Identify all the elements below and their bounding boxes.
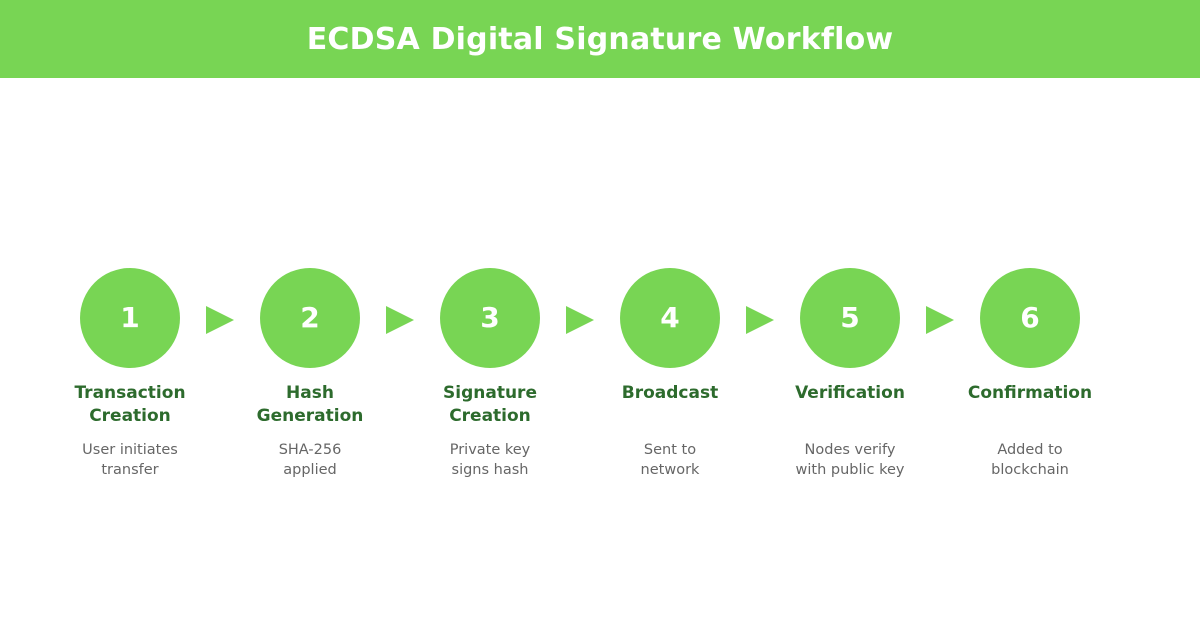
workflow-diagram: 1 Transaction Creation User initiates tr… bbox=[0, 268, 1200, 498]
step-number-4: 4 bbox=[660, 301, 680, 334]
triangle-right-icon bbox=[206, 306, 234, 334]
workflow-step-6[interactable]: 6 Confirmation Added to blockchain bbox=[940, 268, 1120, 478]
step-description-3: Private key signs hash bbox=[449, 442, 531, 478]
page-title: ECDSA Digital Signature Workflow bbox=[306, 21, 894, 57]
workflow-step-2[interactable]: 2 Hash Generation SHA-256 applied bbox=[220, 268, 400, 478]
step-label-1: Transaction Creation bbox=[74, 383, 186, 426]
workflow-step-4[interactable]: 4 Broadcast Sent to network bbox=[580, 268, 760, 478]
step-description-6: Added to blockchain bbox=[991, 442, 1069, 478]
step-circle-6[interactable]: 6 bbox=[980, 268, 1080, 368]
step-label-6: Confirmation bbox=[967, 383, 1093, 403]
triangle-right-icon bbox=[386, 306, 414, 334]
step-number-1: 1 bbox=[120, 301, 140, 334]
header-banner: ECDSA Digital Signature Workflow bbox=[0, 0, 1200, 78]
step-circle-1[interactable]: 1 bbox=[80, 268, 180, 368]
workflow-step-5[interactable]: 5 Verification Nodes verify with public … bbox=[760, 268, 940, 478]
triangle-right-icon bbox=[926, 306, 954, 334]
step-label-4: Broadcast bbox=[621, 383, 719, 403]
workflow-step-3[interactable]: 3 Signature Creation Private key signs h… bbox=[400, 268, 580, 478]
step-label-2: Hash Generation bbox=[256, 383, 364, 426]
workflow-step-1[interactable]: 1 Transaction Creation User initiates tr… bbox=[40, 268, 220, 478]
step-description-1: User initiates transfer bbox=[82, 442, 178, 478]
step-description-2: SHA-256 applied bbox=[278, 442, 342, 478]
step-number-5: 5 bbox=[840, 301, 860, 334]
step-circle-3[interactable]: 3 bbox=[440, 268, 540, 368]
step-number-3: 3 bbox=[480, 301, 500, 334]
step-circle-4[interactable]: 4 bbox=[620, 268, 720, 368]
triangle-right-icon bbox=[566, 306, 594, 334]
step-circle-2[interactable]: 2 bbox=[260, 268, 360, 368]
step-description-4: Sent to network bbox=[640, 442, 700, 478]
step-label-5: Verification bbox=[795, 383, 905, 403]
step-label-3: Signature Creation bbox=[443, 383, 537, 426]
step-number-2: 2 bbox=[300, 301, 320, 334]
triangle-right-icon bbox=[746, 306, 774, 334]
step-circle-5[interactable]: 5 bbox=[800, 268, 900, 368]
step-number-6: 6 bbox=[1020, 301, 1040, 334]
step-description-5: Nodes verify with public key bbox=[795, 442, 905, 478]
